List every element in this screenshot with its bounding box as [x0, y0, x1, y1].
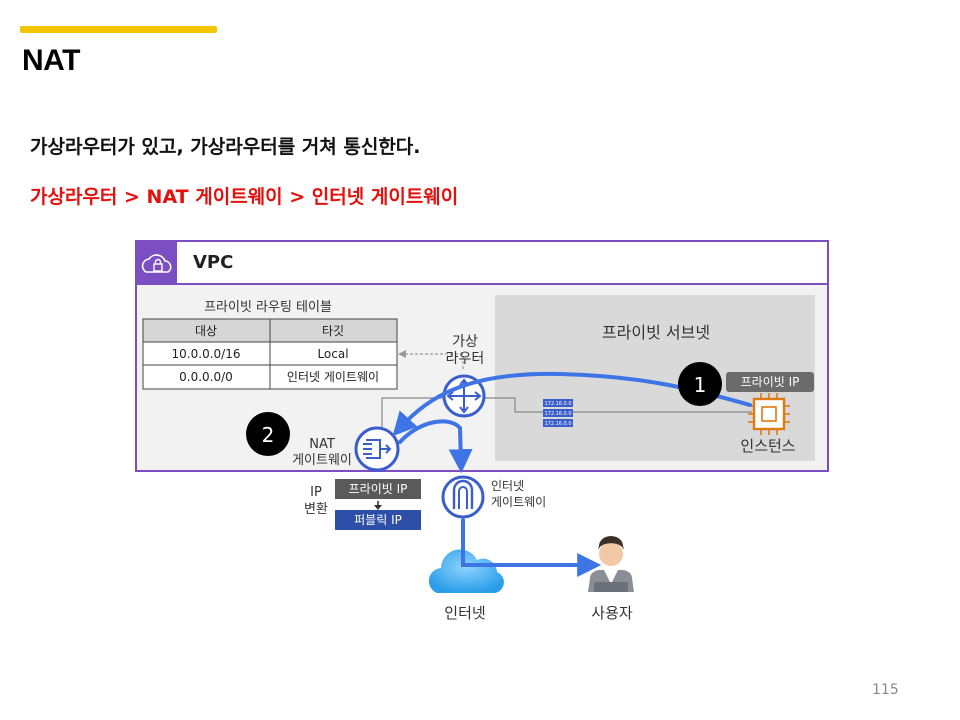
chip-icon: [748, 393, 790, 435]
down-arrow-icon: [374, 505, 382, 510]
ip-private-box: [335, 479, 421, 499]
route-table-cell: 0.0.0.0/0: [179, 370, 233, 384]
description-line: 가상라우터가 있고, 가상라우터를 거쳐 통신한다.: [30, 136, 421, 158]
ip-translation-label-line1: IP: [310, 485, 322, 500]
nat-gateway: NAT 게이트웨이: [292, 426, 400, 472]
internet-gateway-icon: [452, 479, 474, 509]
ip-translation-label-line2: 변환: [304, 502, 328, 517]
private-ip-badge: [726, 372, 814, 392]
flow-summary-line: 가상라우터 > NAT 게이트웨이 > 인터넷 게이트웨이: [30, 186, 459, 208]
packet-stack: 172.16.0.0 172.16.0.0 172.16.0.0: [543, 399, 573, 427]
page-number: 115: [872, 682, 899, 698]
instance-label: 인스턴스: [740, 437, 795, 455]
step-2-number: 2: [262, 423, 275, 447]
ip-public-box: [335, 510, 421, 530]
internet-gateway: 인터넷 게이트웨이: [441, 475, 546, 519]
internet-gateway-label-line2: 게이트웨이: [491, 495, 546, 509]
route-table-header-target: 타깃: [322, 324, 344, 338]
route-table-cell: Local: [317, 347, 348, 361]
route-table: 프라이빗 라우팅 테이블 대상 타깃 10.0.0.0/16 Local 0.0…: [142, 300, 398, 390]
user-icon: 사용자: [588, 536, 634, 622]
private-ip-badge-text: 프라이빗 IP: [741, 375, 800, 389]
packet-label: 172.16.0.0: [544, 401, 571, 407]
step-1-number: 1: [694, 373, 707, 397]
title-accent-bar: [20, 26, 217, 33]
packet-label: 172.16.0.0: [544, 421, 571, 427]
flow-igw-to-user: [461, 518, 602, 577]
route-table-title: 프라이빗 라우팅 테이블: [204, 300, 332, 315]
virtual-router-label-line1: 가상: [452, 334, 478, 350]
user-label: 사용자: [591, 604, 633, 622]
instance: 인스턴스 프라이빗 IP: [726, 372, 814, 455]
ip-public-box-text: 퍼블릭 IP: [354, 513, 402, 527]
route-table-cell: 인터넷 게이트웨이: [287, 370, 379, 384]
router-table-link: [398, 350, 464, 369]
step-1-marker: 1: [678, 362, 722, 406]
nat-gateway-label-line1: NAT: [309, 437, 335, 452]
vpc-label: VPC: [193, 252, 233, 273]
private-subnet-label: 프라이빗 서브넷: [602, 323, 710, 342]
vpc-cloud-lock-icon: [141, 254, 172, 273]
ip-translation: IP 변환 프라이빗 IP 퍼블릭 IP: [304, 479, 421, 530]
internet-cloud-icon: 인터넷: [428, 549, 504, 622]
route-table-cell: 10.0.0.0/16: [172, 347, 241, 361]
ip-private-box-text: 프라이빗 IP: [349, 482, 408, 496]
internet-label: 인터넷: [444, 604, 485, 622]
internet-gateway-label-line1: 인터넷: [491, 479, 524, 493]
nat-gateway-label-line2: 게이트웨이: [292, 453, 352, 468]
route-table-header-destination: 대상: [195, 324, 217, 338]
nat-gateway-icon: [363, 439, 392, 459]
flow-nat-to-igw: [398, 419, 473, 474]
packet-label: 172.16.0.0: [544, 411, 571, 417]
slide-title: NAT: [22, 44, 80, 77]
virtual-router-label-line2: 라우터: [446, 351, 485, 367]
step-2-marker: 2: [246, 412, 290, 456]
